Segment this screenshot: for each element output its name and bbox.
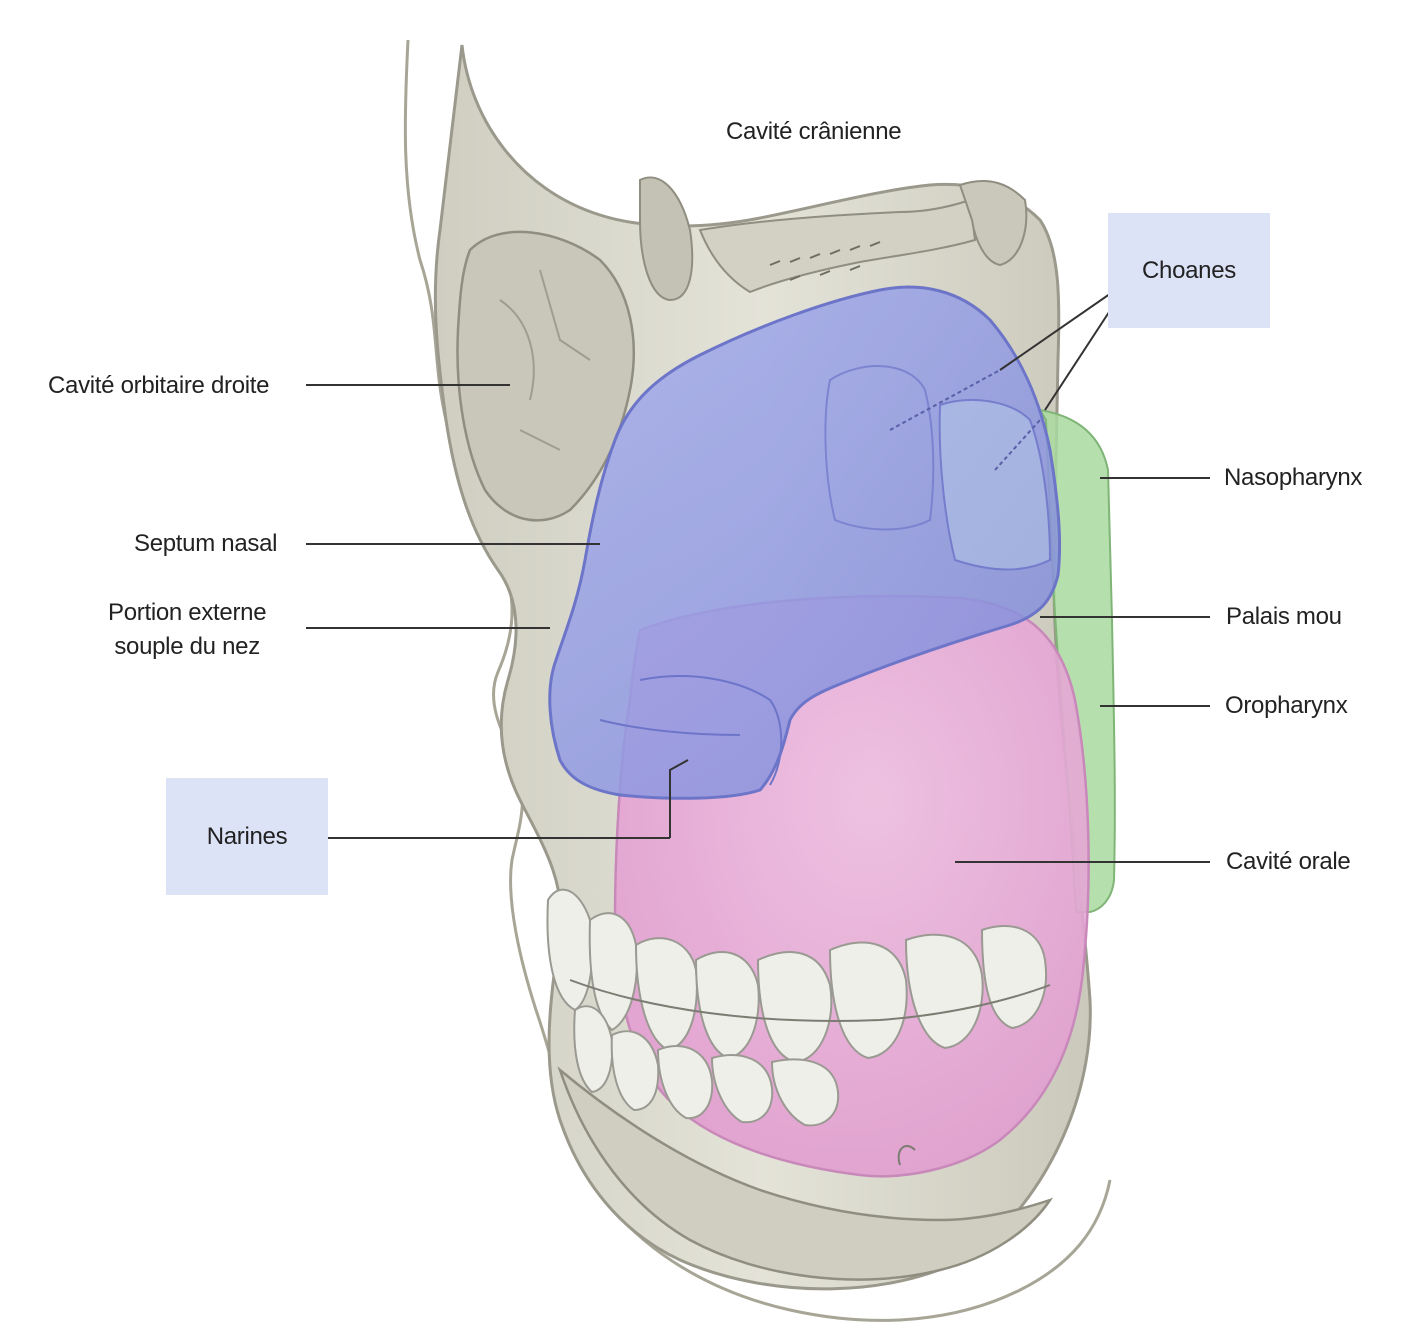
- label-soft-palate: Palais mou: [1226, 603, 1342, 630]
- label-oral-cavity: Cavité orale: [1226, 848, 1351, 875]
- skin-outline: [403, 39, 1112, 1322]
- label-cranial-cavity: Cavité crânienne: [726, 118, 902, 145]
- nasal-cavity-region: [548, 285, 1062, 800]
- label-oropharynx: Oropharynx: [1225, 692, 1348, 719]
- teeth: [546, 888, 1047, 1127]
- label-nostrils: Narines: [206, 822, 288, 850]
- label-external-nose: Portion externe souple du nez: [108, 599, 267, 660]
- label-choanae: Choanes: [1142, 256, 1236, 284]
- highlight-choanae: Choanes: [1108, 213, 1270, 328]
- orbit: [456, 230, 635, 522]
- label-nasal-septum: Septum nasal: [134, 530, 278, 557]
- label-right-orbital-cavity: Cavité orbitaire droite: [48, 372, 270, 399]
- mandible: [557, 1066, 1054, 1281]
- label-nasopharynx: Nasopharynx: [1224, 464, 1363, 491]
- highlight-nostrils: Narines: [166, 778, 328, 895]
